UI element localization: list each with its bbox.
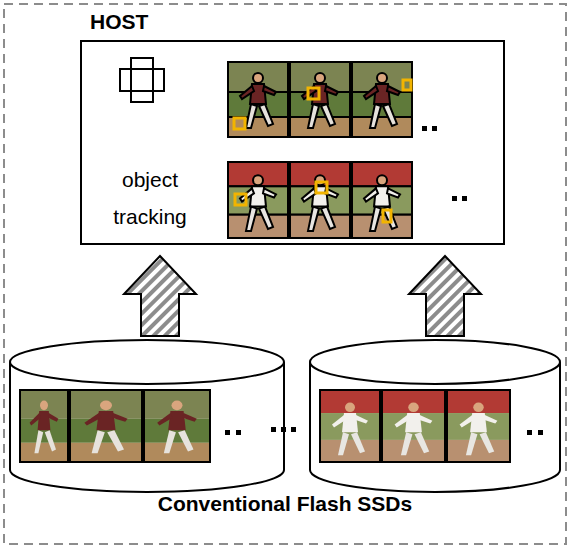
tracking-boxes [234,80,411,222]
upload-arrow [409,256,481,336]
ellipsis-dots [225,427,543,435]
frame-borders [228,62,412,238]
ssd-frames [20,390,510,462]
ssd-cylinder [310,340,560,492]
host-heading: HOST [90,4,148,41]
host-body: object tracking [88,162,212,236]
storage-caption: Conventional Flash SSDs [0,490,570,517]
ssd-cylinder [10,340,284,492]
frame-borders [20,390,510,462]
host-box: HOSTobject tracking [80,40,505,245]
tracking-icon [120,58,164,102]
dashed-frame [4,4,566,544]
host-frames [228,62,412,238]
ellipsis-dots [422,126,467,201]
upload-arrow [124,256,196,336]
